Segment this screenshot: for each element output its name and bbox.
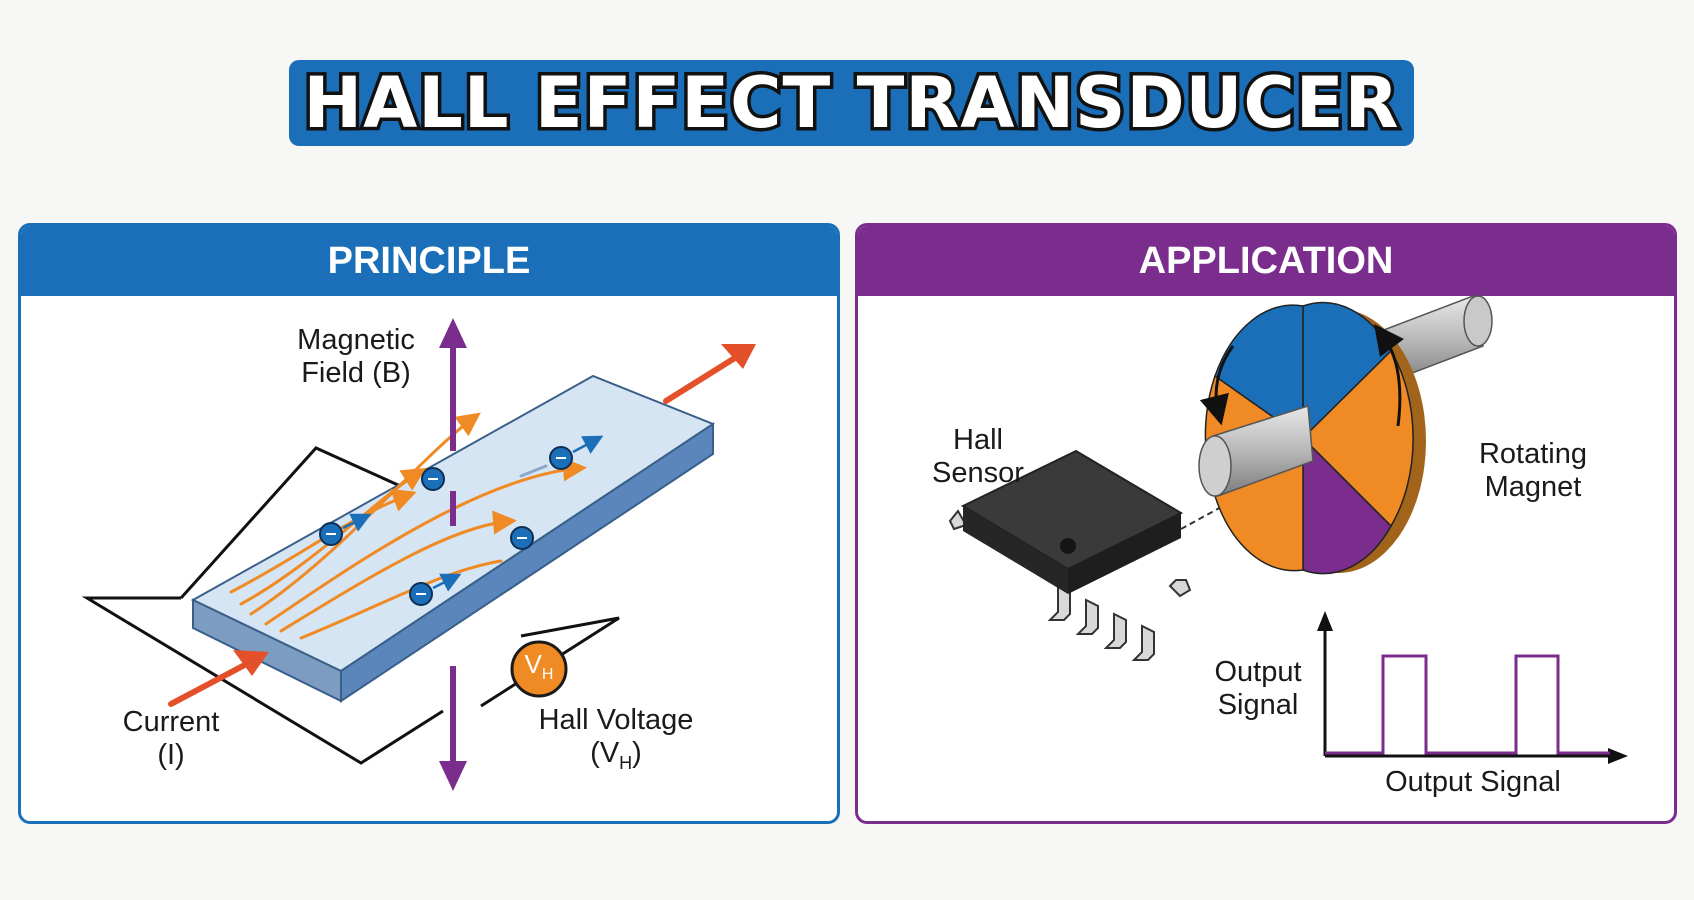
chip-pins <box>948 509 1192 661</box>
output-signal-side-label-line2: Signal <box>1217 689 1299 722</box>
output-signal-waveform <box>1325 654 1610 755</box>
output-signal-side-label-line1: Output <box>1214 656 1302 688</box>
hall-voltage-paren-open: (V <box>590 737 620 770</box>
electron <box>319 513 372 546</box>
application-panel: APPLICATION <box>855 223 1677 824</box>
rotation-arrow-right <box>1374 323 1404 427</box>
hall-sensor-label-line1: Hall <box>953 424 1003 456</box>
meter-symbol: VH <box>511 649 567 685</box>
electron <box>421 467 445 491</box>
principle-header: PRINCIPLE <box>21 226 837 296</box>
magnetic-field-label: Magnetic Field (B) <box>266 324 446 391</box>
hall-effect-principle-diagram <box>81 318 756 791</box>
hall-sensor-label-line2: Sensor <box>932 457 1024 490</box>
current-label: Current (I) <box>96 706 246 773</box>
current-label-line1: Current <box>122 706 220 738</box>
rotating-magnet-label-line1: Rotating <box>1478 438 1587 470</box>
output-signal-axis-label: Output Signal <box>1385 766 1561 798</box>
hall-voltage-label: Hall Voltage (VH) <box>501 704 731 774</box>
hall-voltage-meter <box>510 640 568 698</box>
magnetic-field-label-line2: Field (B) <box>301 357 411 390</box>
hall-sensor-chip <box>948 449 1192 661</box>
sensing-line <box>1180 505 1224 530</box>
hall-voltage-subscript: H <box>619 753 633 774</box>
current-out-arrow <box>663 344 756 404</box>
meter-symbol-subscript: H <box>541 666 554 684</box>
page-title: HALL EFFECT TRANSDUCER <box>300 62 1402 144</box>
output-signal-side-label: Output Signal <box>1203 656 1313 723</box>
electron <box>409 573 462 606</box>
application-header: APPLICATION <box>858 226 1674 296</box>
current-in-arrow <box>168 650 269 707</box>
electron <box>519 435 604 478</box>
magnetic-field-arrow <box>439 318 467 791</box>
rotating-magnet-label: Rotating Magnet <box>1453 438 1613 505</box>
hall-sensor-application-diagram <box>948 294 1628 764</box>
current-label-line2: (I) <box>157 739 185 772</box>
hall-voltage-label-line2: (VH) <box>501 737 731 773</box>
title-banner: HALL EFFECT TRANSDUCER <box>289 60 1414 146</box>
magnetic-field-label-line1: Magnetic <box>297 324 415 356</box>
hall-voltage-paren-close: ) <box>632 737 642 770</box>
rotating-magnet-label-line2: Magnet <box>1484 471 1582 504</box>
meter-symbol-letter: V <box>524 649 542 679</box>
hall-sensor-label: Hall Sensor <box>908 424 1048 491</box>
principle-panel: PRINCIPLE <box>18 223 840 824</box>
electron <box>510 526 534 550</box>
rotation-arrow-left <box>1199 345 1235 426</box>
hall-voltage-label-line1: Hall Voltage <box>538 704 694 736</box>
rotating-magnet <box>1198 294 1493 575</box>
output-signal-graph <box>1317 611 1628 764</box>
